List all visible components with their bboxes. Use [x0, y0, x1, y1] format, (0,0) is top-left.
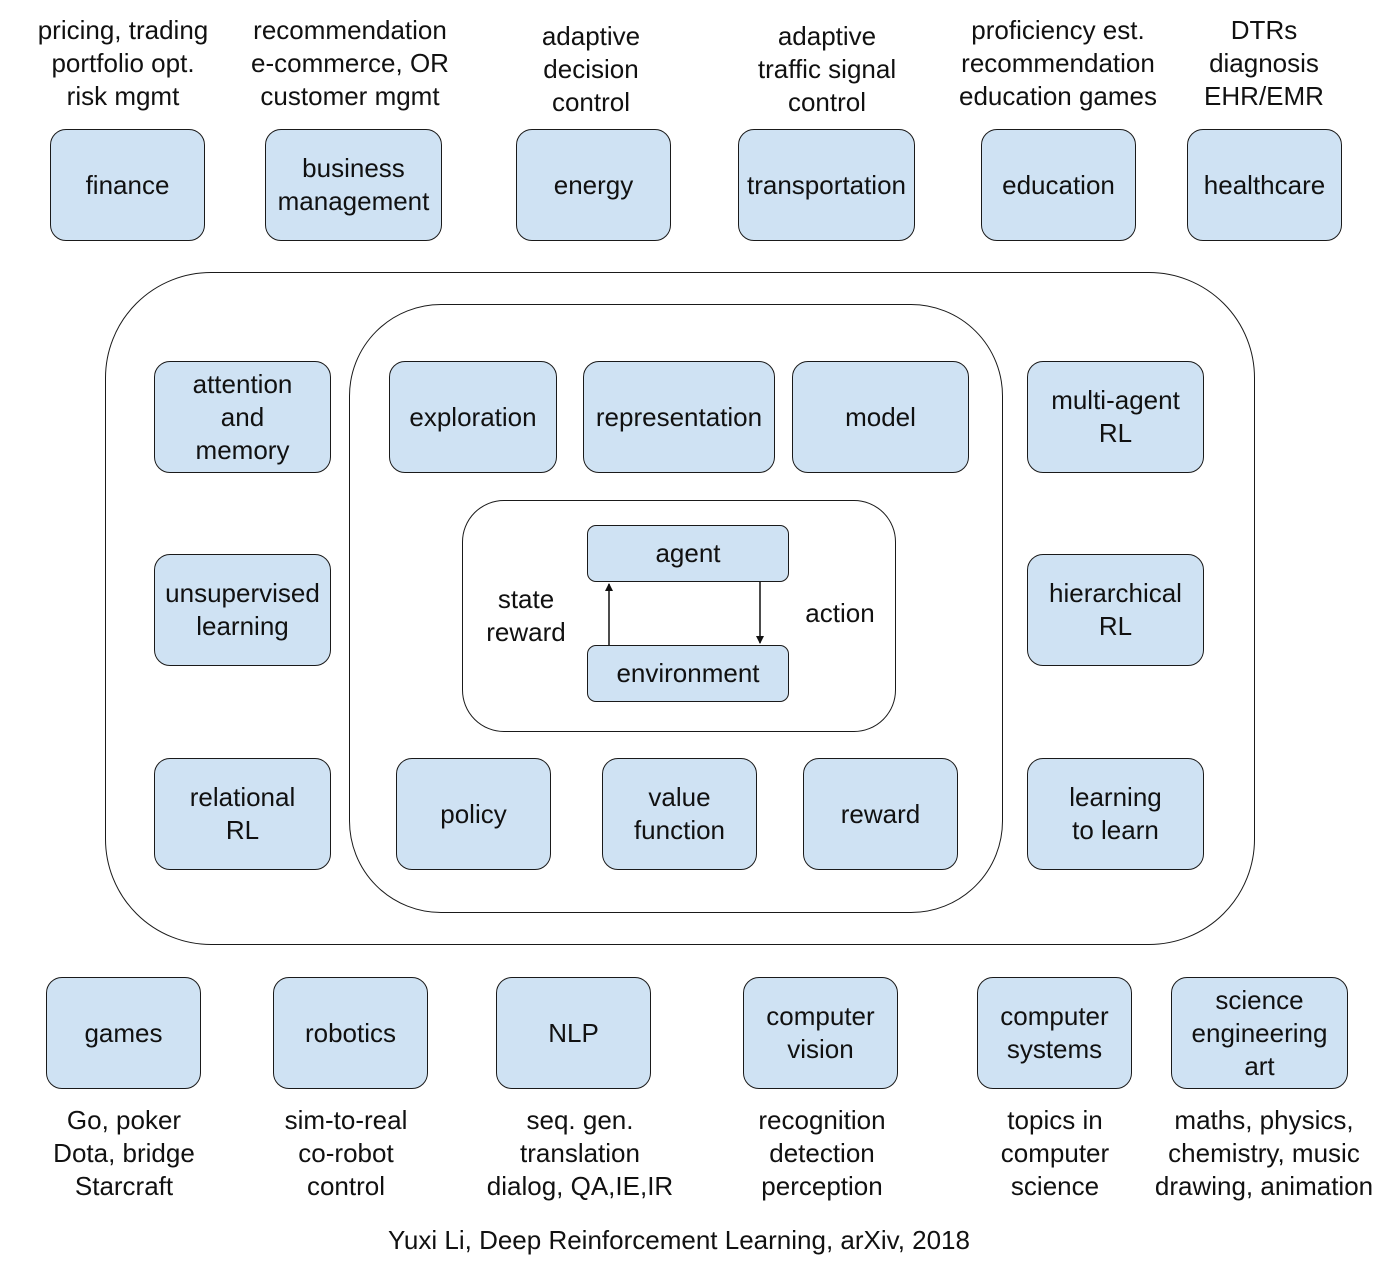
- core-element-value-function: value function: [602, 758, 757, 870]
- core-element-model: model: [792, 361, 969, 473]
- science-engineering-art-details: maths, physics, chemistry, music drawing…: [1154, 1105, 1374, 1201]
- core-element-policy: policy: [396, 758, 551, 870]
- outer-mechanisms-frame: [105, 272, 1255, 945]
- application-business-management: business management: [265, 129, 442, 241]
- finance-details: pricing, trading portfolio opt. risk mgm…: [37, 15, 209, 111]
- core-element-representation: representation: [583, 361, 775, 473]
- environment-box: environment: [587, 645, 789, 702]
- rl-loop-frame: [462, 500, 896, 732]
- application-nlp: NLP: [496, 977, 651, 1089]
- application-transportation: transportation: [738, 129, 915, 241]
- nlp-details: seq. gen. translation dialog, QA,IE,IR: [486, 1105, 674, 1201]
- application-robotics: robotics: [273, 977, 428, 1089]
- state-reward-label: state reward: [486, 584, 566, 647]
- application-finance: finance: [50, 129, 205, 241]
- application-education: education: [981, 129, 1136, 241]
- mechanism-multi-agent-rl: multi-agent RL: [1027, 361, 1204, 473]
- application-computer-vision: computer vision: [743, 977, 898, 1089]
- transportation-details: adaptive traffic signal control: [757, 21, 897, 117]
- core-element-reward: reward: [803, 758, 958, 870]
- application-healthcare: healthcare: [1187, 129, 1342, 241]
- core-elements-frame: [349, 304, 1003, 913]
- application-science-engineering-art: science engineering art: [1171, 977, 1348, 1089]
- games-details: Go, poker Dota, bridge Starcraft: [53, 1105, 195, 1201]
- action-label: action: [805, 598, 875, 628]
- robotics-details: sim-to-real co-robot control: [284, 1105, 408, 1201]
- healthcare-details: DTRs diagnosis EHR/EMR: [1204, 15, 1324, 111]
- agent-box: agent: [587, 525, 789, 582]
- energy-details: adaptive decision control: [541, 21, 641, 117]
- mechanism-unsupervised-learning: unsupervised learning: [154, 554, 331, 666]
- business-management-details: recommendation e-commerce, OR customer m…: [251, 15, 449, 111]
- computer-systems-details: topics in computer science: [1000, 1105, 1110, 1201]
- application-games: games: [46, 977, 201, 1089]
- mechanism-learning-to-learn: learning to learn: [1027, 758, 1204, 870]
- mechanism-attention-and-memory: attention and memory: [154, 361, 331, 473]
- education-details: proficiency est. recommendation educatio…: [958, 15, 1158, 111]
- application-computer-systems: computer systems: [977, 977, 1132, 1089]
- core-element-exploration: exploration: [389, 361, 557, 473]
- computer-vision-details: recognition detection perception: [758, 1105, 886, 1201]
- citation: Yuxi Li, Deep Reinforcement Learning, ar…: [388, 1225, 970, 1255]
- mechanism-hierarchical-rl: hierarchical RL: [1027, 554, 1204, 666]
- application-energy: energy: [516, 129, 671, 241]
- mechanism-relational-rl: relational RL: [154, 758, 331, 870]
